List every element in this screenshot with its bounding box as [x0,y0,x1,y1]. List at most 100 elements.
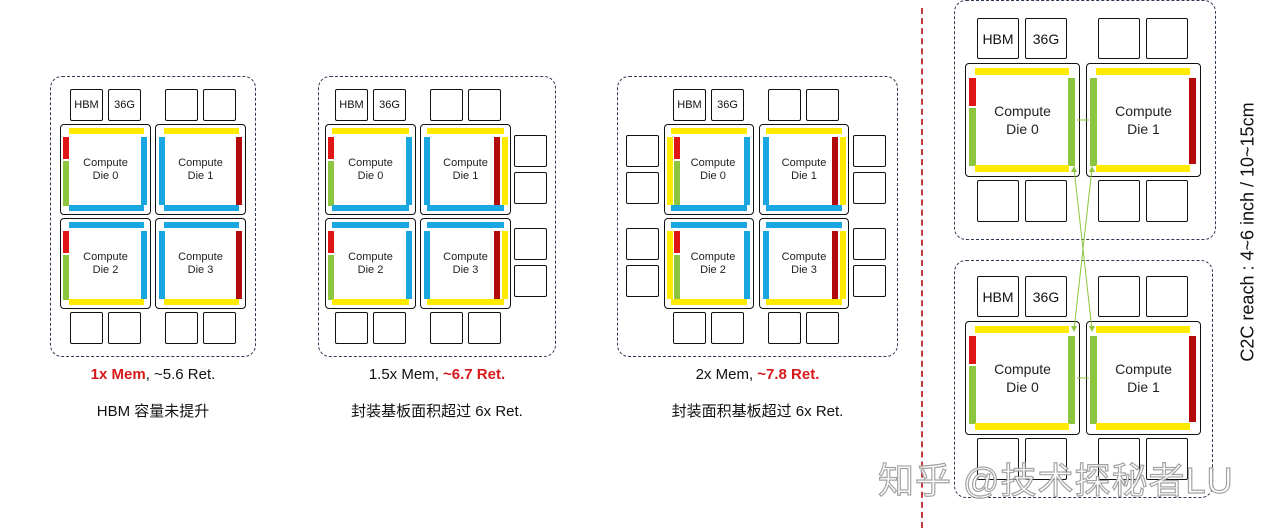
hbm-stack [673,312,706,344]
hbm-phy-bar [763,137,769,205]
io-bar [63,137,69,159]
panel-1-note: HBM 容量未提升 [96,403,210,420]
hbm-phy-bar [744,137,750,205]
io-bar [1189,336,1196,422]
hbm-phy-bar [766,205,842,211]
io-bar [236,137,242,205]
hbm-stack [430,312,463,344]
d2d-bar [671,299,747,305]
io-bar [674,231,680,253]
mem-value: 1.5x Mem [368,366,435,383]
d2d-bar [1096,326,1190,333]
hbm-phy-bar [141,137,147,205]
hbm-stack [165,89,198,121]
panel-2-note: 封装基板面积超过 6x Ret. [351,403,523,420]
io-bar [236,231,242,299]
io-bar [969,78,976,106]
panel-2-caption: 1.5x Mem, ~6.7 Ret. [368,366,506,383]
hbm-stack [1098,18,1140,59]
hbm-stack [70,312,103,344]
hbm-phy-bar [406,137,412,205]
d2d-bar [766,128,842,134]
hbm-stack: HBM [335,89,368,121]
section-divider [921,8,923,528]
hbm-stack [853,172,886,204]
hbm-phy-bar [164,205,239,211]
hbm-phy-bar [164,222,239,228]
io-bar [1189,78,1196,164]
d2d-bar [164,128,239,134]
hbm-phy-bar [763,231,769,299]
d2d-bar [164,299,239,305]
hbm-stack [108,312,141,344]
package-panel-3 [617,76,898,357]
hbm-stack [626,228,659,260]
hbm-stack: HBM [977,276,1019,317]
hbm-stack [853,265,886,297]
hbm-stack [626,135,659,167]
hbm-stack [514,135,547,167]
hbm-phy-bar [424,231,430,299]
d2d-bar [667,137,673,205]
io-bar [494,137,500,205]
hbm-stack [711,312,744,344]
hbm-stack [768,312,801,344]
hbm-stack [768,89,801,121]
io-bar [494,231,500,299]
hbm-stack [853,135,886,167]
hbm-stack [977,438,1019,480]
c2c-bar [969,108,976,166]
hbm-stack [514,172,547,204]
d2d-bar [667,231,673,299]
c2c-reach-label: C2C reach : 4~6 inch / 10~15cm [1237,102,1258,362]
hbm-stack [1146,180,1188,222]
d2d-bar [840,231,846,299]
hbm-stack: HBM [977,18,1019,59]
hbm-stack [806,89,839,121]
hbm-stack [626,172,659,204]
hbm-stack [977,180,1019,222]
hbm-stack [514,265,547,297]
hbm-capacity: 36G [1025,18,1067,59]
hbm-stack [373,312,406,344]
c2c-bar [674,255,680,300]
hbm-stack [1098,438,1140,480]
package-panel-1 [50,76,256,357]
hbm-stack [806,312,839,344]
hbm-phy-bar [427,205,504,211]
d2d-bar [1096,68,1190,75]
d2d-bar [427,299,504,305]
d2d-bar [975,326,1069,333]
hbm-phy-bar [159,137,165,205]
hbm-stack [430,89,463,121]
d2d-bar [766,299,842,305]
hbm-phy-bar [427,222,504,228]
hbm-phy-bar [671,205,747,211]
d2d-bar [975,165,1069,172]
hbm-phy-bar [69,205,144,211]
hbm-phy-bar [69,222,144,228]
d2d-bar [840,137,846,205]
hbm-phy-bar [744,231,750,299]
c2c-bar [969,366,976,424]
